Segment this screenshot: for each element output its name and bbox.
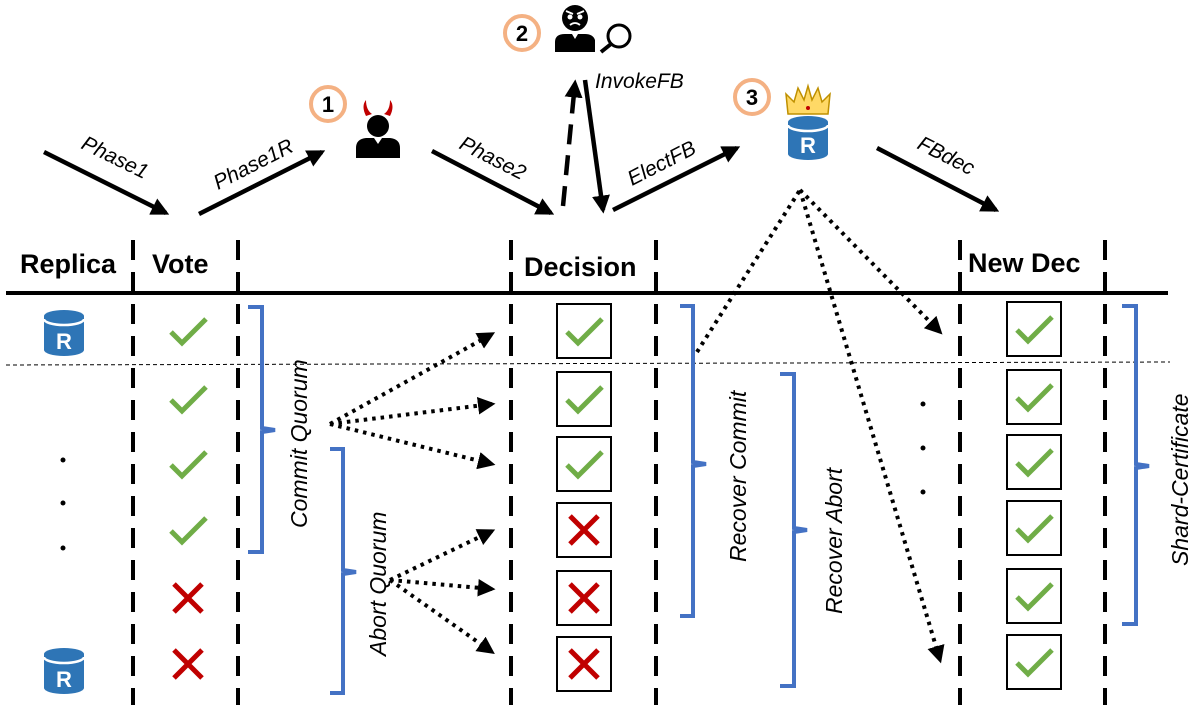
replica-db-letter: R (56, 329, 72, 354)
elect-fb-arrow (611, 145, 741, 213)
step-number: 3 (746, 85, 758, 110)
replica-db-letter: R (56, 667, 72, 692)
recover-commit-label: Recover Commit (725, 389, 751, 562)
step-badge-2: 2 (503, 14, 541, 52)
check-mark-icon (1006, 301, 1062, 357)
commit-quorum-bracket (248, 305, 276, 554)
elect-fb-label: ElectFB (624, 137, 700, 191)
abort-quorum-arrows (388, 529, 496, 655)
replica-db-letter: R (800, 133, 816, 158)
replica-db-icon-bottom: R (42, 648, 86, 694)
invoke-fb-arrow (560, 79, 583, 207)
header-replica: Replica (20, 249, 117, 279)
inspecting-client-magnifier-icon (555, 5, 632, 54)
newdec-marks (1006, 301, 1062, 690)
check-mark-icon (1006, 568, 1062, 624)
fallback-leader-db-icon: R (786, 116, 830, 160)
check-mark-icon (1006, 434, 1062, 490)
check-mark-icon (556, 436, 612, 492)
phase2-label: Phase2 (456, 132, 530, 185)
check-mark-icon (1006, 369, 1062, 425)
cross-mark-icon (556, 570, 612, 626)
check-mark-icon (169, 385, 208, 415)
replica-ellipsis (60, 457, 66, 551)
commit-quorum-label: Commit Quorum (286, 359, 312, 528)
shard-certificate-label: Shard-Certificate (1167, 393, 1193, 566)
recover-abort-label: Recover Abort (821, 466, 847, 614)
header-new-dec: New Dec (968, 248, 1081, 278)
fbdec-arrow (875, 146, 1000, 212)
phase2-arrow (430, 149, 555, 215)
cross-mark-icon (172, 648, 204, 680)
check-mark-icon (1006, 500, 1062, 556)
abort-quorum-bracket (330, 447, 357, 695)
abort-quorum-label: Abort Quorum (365, 512, 391, 658)
shard-certificate-bracket (1122, 304, 1150, 626)
check-mark-icon (169, 516, 208, 546)
check-mark-icon (169, 317, 208, 347)
check-mark-icon (556, 371, 612, 427)
header-decision: Decision (524, 252, 637, 282)
newdec-ellipsis (920, 401, 926, 495)
recover-abort-bracket (780, 372, 808, 688)
commit-quorum-arrows (329, 332, 496, 470)
vote-marks (169, 317, 208, 680)
phase1-arrow (42, 149, 170, 216)
invoke-fb-label: InvokeFB (595, 70, 684, 93)
check-mark-icon (169, 450, 208, 480)
recover-commit-bracket (680, 304, 707, 618)
first-row-separator (5, 361, 1171, 366)
byzantine-client-devil-icon (356, 100, 400, 158)
step-badge-3: 3 (733, 78, 771, 116)
cross-mark-icon (556, 636, 612, 692)
header-vote: Vote (152, 249, 209, 279)
replica-db-icon-top: R (42, 310, 86, 356)
invoke-fb-return-arrow (582, 79, 610, 214)
check-mark-icon (556, 303, 612, 359)
step-badge-1: 1 (309, 85, 347, 123)
check-mark-icon (1006, 634, 1062, 690)
cross-mark-icon (172, 582, 204, 614)
decision-marks (556, 303, 612, 692)
column-dividers (131, 240, 1107, 705)
step-number: 2 (516, 21, 528, 46)
fallback-leader-arrows (695, 188, 945, 664)
cross-mark-icon (556, 502, 612, 558)
step-number: 1 (322, 92, 334, 117)
phase1r-arrow (197, 149, 326, 217)
fallback-leader-crown-icon (785, 83, 831, 115)
